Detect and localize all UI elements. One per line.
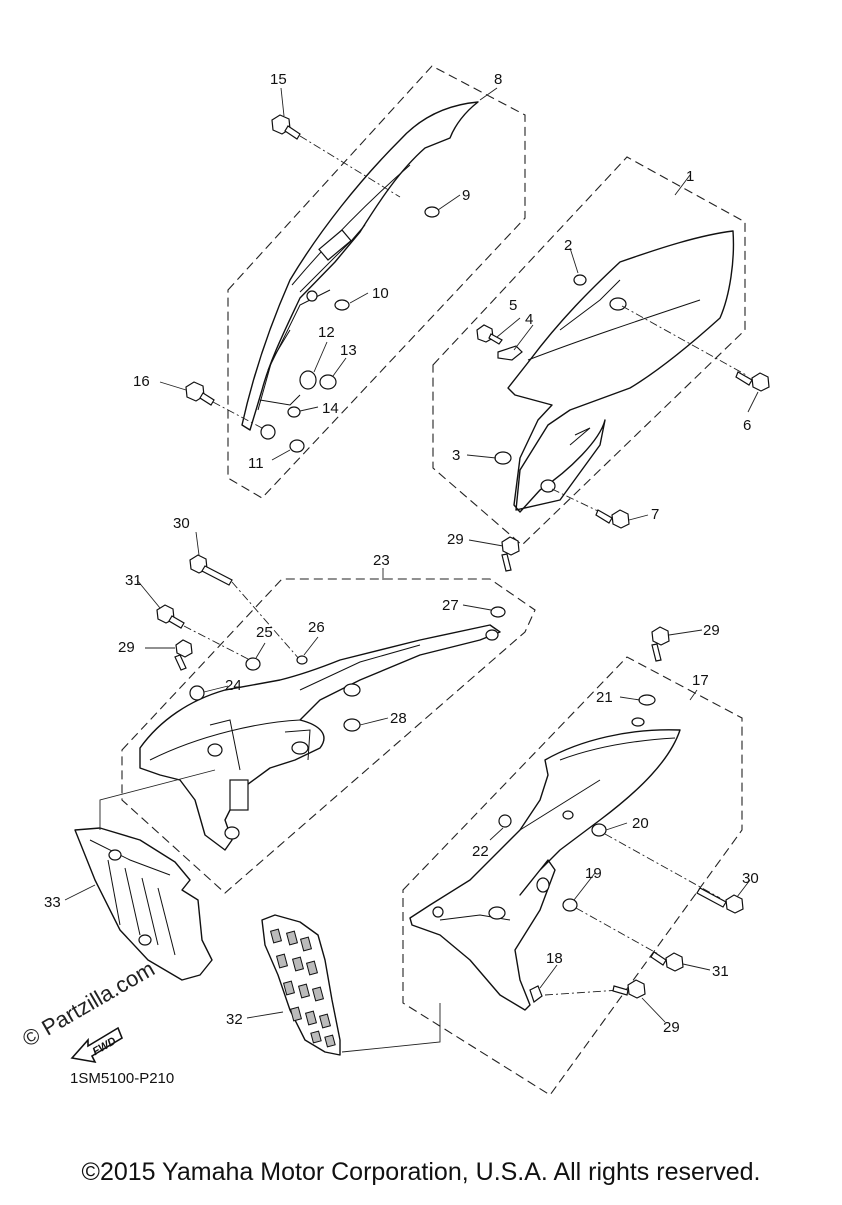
callout-27: 27 — [442, 597, 459, 614]
washer-21-icon — [638, 694, 656, 706]
grommet-12-icon — [299, 370, 317, 390]
washer-10-icon — [334, 299, 350, 311]
callout-33: 33 — [44, 894, 61, 911]
bolt-6-icon — [735, 371, 770, 392]
washer-27-icon — [490, 606, 506, 618]
callout-23: 23 — [373, 552, 390, 569]
callout-31-right: 31 — [712, 963, 729, 980]
part-8-shroud — [241, 101, 479, 440]
nut-2-icon — [573, 274, 587, 286]
bolt-29-icon — [174, 639, 193, 671]
assembly-lines — [99, 769, 441, 1053]
callout-7: 7 — [651, 506, 659, 523]
diagram-code: 1SM5100-P210 — [70, 1070, 175, 1087]
collar-13-icon — [319, 374, 337, 390]
callout-26: 26 — [308, 619, 325, 636]
callout-20: 20 — [632, 815, 649, 832]
bolt-29-right-icon — [651, 626, 670, 662]
callout-30: 30 — [173, 515, 190, 532]
part-17-hardware — [498, 626, 744, 1003]
part-8-hardware — [185, 114, 440, 453]
callout-24: 24 — [225, 677, 242, 694]
callout-30-right: 30 — [742, 870, 759, 887]
collar-25-icon — [245, 657, 261, 671]
grommet-24-icon — [189, 685, 205, 701]
callout-14: 14 — [322, 400, 339, 417]
callout-2: 2 — [564, 237, 572, 254]
bolt-16-icon — [185, 381, 215, 406]
clip-18-icon — [529, 985, 543, 1003]
callout-29-top: 29 — [447, 531, 464, 548]
bolt-29-bottom-icon — [612, 979, 646, 999]
callout-29-left: 29 — [118, 639, 135, 656]
callout-leaders — [64, 87, 759, 1023]
part-23-panel — [139, 624, 501, 851]
group-outlines — [121, 65, 746, 1096]
part-1-hardware — [476, 274, 770, 529]
nut-26-icon — [296, 655, 308, 665]
fwd-label: FWD — [91, 1035, 119, 1058]
bolt-15-icon — [271, 114, 301, 140]
part-23-hardware — [156, 536, 520, 732]
group-outline-17 — [402, 656, 743, 1096]
callout-11: 11 — [248, 455, 264, 472]
nut-22-icon — [498, 814, 512, 828]
callout-1: 1 — [686, 168, 694, 185]
part-1-side-cover — [507, 230, 735, 513]
callout-29-bottom: 29 — [663, 1019, 680, 1036]
bolt-30-icon — [189, 554, 233, 586]
callout-29-right: 29 — [703, 622, 720, 639]
clip-4-icon — [497, 345, 523, 361]
bolt-5-icon — [476, 324, 503, 345]
callout-10: 10 — [372, 285, 389, 302]
callout-28: 28 — [390, 710, 407, 727]
part-17-cover — [409, 717, 681, 1011]
bolt-30-right-icon — [696, 887, 744, 914]
bolt-7-icon — [595, 509, 630, 529]
copyright-footer: ©2015 Yamaha Motor Corporation, U.S.A. A… — [81, 1158, 761, 1186]
washer-14-icon — [287, 406, 301, 418]
group-outline-23 — [121, 578, 536, 894]
callout-3: 3 — [452, 447, 460, 464]
callout-12: 12 — [318, 324, 335, 341]
callout-6: 6 — [743, 417, 751, 434]
collar-28-icon — [343, 718, 361, 732]
fwd-arrow-icon: FWD — [70, 1026, 123, 1064]
bolt-31-right-icon — [650, 951, 684, 972]
washer-11-icon — [289, 439, 305, 453]
callout-18: 18 — [546, 950, 563, 967]
group-outline-1 — [432, 156, 746, 546]
callout-21: 21 — [596, 689, 613, 706]
group-outline-8 — [227, 65, 526, 499]
callout-31: 31 — [125, 572, 142, 589]
callout-8: 8 — [494, 71, 502, 88]
callout-32: 32 — [226, 1011, 243, 1028]
grommet-3-icon — [494, 451, 512, 465]
bolt-31-icon — [156, 604, 185, 629]
part-32-grille — [261, 914, 341, 1056]
callout-25: 25 — [256, 624, 273, 641]
collar-20-icon — [591, 823, 607, 837]
bolt-29-top-icon — [501, 536, 520, 572]
callout-22: 22 — [472, 843, 489, 860]
callout-4: 4 — [525, 311, 533, 328]
part-33-shield — [74, 827, 213, 981]
callout-numbers: 15 8 9 10 12 13 14 11 16 1 2 5 4 3 6 7 2… — [44, 71, 759, 1036]
washer-19-icon — [562, 898, 578, 912]
callout-13: 13 — [340, 342, 357, 359]
callout-16: 16 — [133, 373, 150, 390]
callout-19: 19 — [585, 865, 602, 882]
callout-17: 17 — [692, 672, 709, 689]
callout-9: 9 — [462, 187, 470, 204]
nut-9-icon — [424, 206, 440, 218]
callout-5: 5 — [509, 297, 517, 314]
callout-15: 15 — [270, 71, 287, 88]
